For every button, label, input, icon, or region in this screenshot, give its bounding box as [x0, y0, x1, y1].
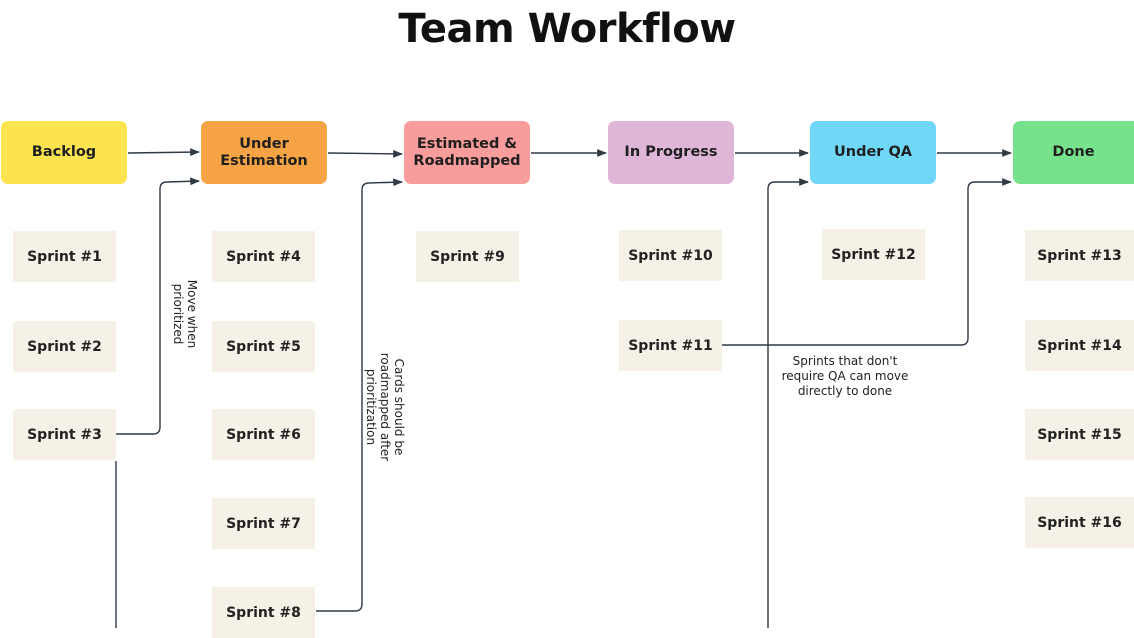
- card-sprint-5[interactable]: Sprint #5: [212, 321, 315, 372]
- arrow-sprint8-to-estimated: [316, 178, 403, 612]
- card-sprint-14[interactable]: Sprint #14: [1025, 320, 1134, 371]
- page-title: Team Workflow: [398, 6, 736, 52]
- arrow-estimation-to-estimated: [327, 149, 403, 158]
- card-sprint-15[interactable]: Sprint #15: [1025, 409, 1134, 460]
- note-skip-qa: Sprints that don't require QA can move d…: [781, 354, 909, 398]
- card-sprint-12[interactable]: Sprint #12: [822, 229, 925, 280]
- card-sprint-8[interactable]: Sprint #8: [212, 587, 315, 638]
- card-sprint-10[interactable]: Sprint #10: [619, 230, 722, 281]
- card-sprint-3[interactable]: Sprint #3: [13, 409, 116, 460]
- stage-under-estimation[interactable]: Under Estimation: [201, 121, 327, 184]
- card-sprint-16[interactable]: Sprint #16: [1025, 497, 1134, 548]
- note-cards-roadmapped: Cards should be roadmapped after priorit…: [364, 352, 406, 462]
- card-sprint-1[interactable]: Sprint #1: [13, 231, 116, 282]
- arrow-sprint11-to-done: [722, 178, 1012, 346]
- stage-backlog[interactable]: Backlog: [1, 121, 127, 184]
- card-sprint-7[interactable]: Sprint #7: [212, 498, 315, 549]
- card-sprint-11[interactable]: Sprint #11: [619, 320, 722, 371]
- stage-done[interactable]: Done: [1013, 121, 1134, 184]
- arrow-bottom-to-qa: [767, 178, 809, 628]
- card-sprint-4[interactable]: Sprint #4: [212, 231, 315, 282]
- card-sprint-2[interactable]: Sprint #2: [13, 321, 116, 372]
- stage-estimated-roadmapped[interactable]: Estimated & Roadmapped: [404, 121, 530, 184]
- arrow-backlog-to-estimation: [127, 148, 200, 157]
- card-sprint-9[interactable]: Sprint #9: [416, 231, 519, 282]
- arrow-sprint3-to-estimation: [116, 177, 200, 435]
- note-move-when-prioritized: Move when prioritized: [171, 279, 199, 349]
- stage-under-qa[interactable]: Under QA: [810, 121, 936, 184]
- stage-in-progress[interactable]: In Progress: [608, 121, 734, 184]
- card-sprint-6[interactable]: Sprint #6: [212, 409, 315, 460]
- card-sprint-13[interactable]: Sprint #13: [1025, 230, 1134, 281]
